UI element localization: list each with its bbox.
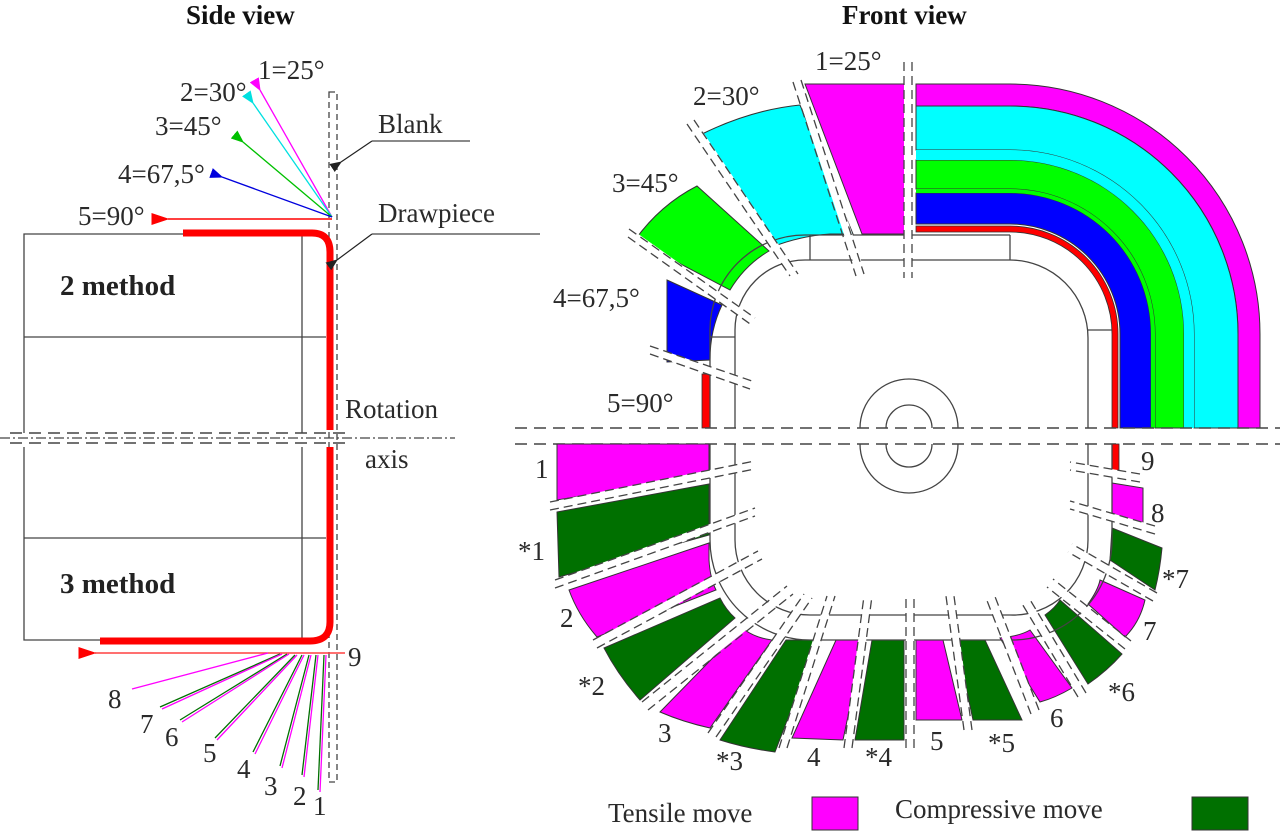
seg-label-star-5: *5 <box>988 728 1015 758</box>
segment-9 <box>1111 443 1120 472</box>
seg-label-6: 6 <box>1050 703 1064 733</box>
seg-label-star-7: *7 <box>1162 564 1189 594</box>
segment-star-1 <box>556 483 710 578</box>
segment-star-6 <box>1044 599 1123 685</box>
segment-step-5 <box>701 373 711 429</box>
side-angle-label-3: 3=45° <box>155 111 222 141</box>
seg-label-3: 3 <box>658 718 672 748</box>
side-bottom-label-6: 6 <box>165 722 179 752</box>
segment-2 <box>568 542 717 638</box>
front-view: Front view <box>515 0 1280 776</box>
side-bottom-label-1: 1 <box>313 791 327 821</box>
axis-label: axis <box>365 444 409 474</box>
seg-label-star-6: *6 <box>1108 677 1135 707</box>
front-angle-label-5: 5=90° <box>607 388 674 418</box>
segment-7 <box>1087 579 1146 638</box>
rotation-label: Rotation <box>345 394 438 424</box>
front-angle-label-2: 2=30° <box>693 81 760 111</box>
blank-pointer <box>329 140 373 173</box>
seg-label-8: 8 <box>1151 498 1165 528</box>
seg-label-star-2: *2 <box>578 671 605 701</box>
seg-label-4: 4 <box>807 742 821 772</box>
side-bottom-label-7: 7 <box>140 709 154 739</box>
die-inner-loop <box>734 259 1089 428</box>
upper-cuts <box>627 60 913 390</box>
drawpiece-lower <box>100 447 334 645</box>
side-bottom-label-3: 3 <box>264 771 278 801</box>
drawpiece-label: Drawpiece <box>378 198 495 228</box>
blank-outline <box>328 91 338 783</box>
side-bottom-label-9: 9 <box>348 642 362 672</box>
drawpiece-pointer <box>325 233 373 271</box>
center-hub <box>859 378 959 494</box>
seg-label-7: 7 <box>1143 616 1157 646</box>
legend: Tensile move Compressive move <box>608 794 1249 831</box>
side-angle-label-2: 2=30° <box>180 77 247 107</box>
side-view-title: Side view <box>186 0 295 30</box>
legend-tensile-label: Tensile move <box>608 798 752 828</box>
die-inner-upper <box>709 234 1010 428</box>
lower-fan-lines <box>131 652 327 793</box>
arrow-step-2 <box>242 90 333 218</box>
segment-star-2 <box>603 597 736 701</box>
die-lower <box>23 447 326 641</box>
front-angle-label-3: 3=45° <box>612 168 679 198</box>
segment-6 <box>999 629 1073 703</box>
arrow-step-3 <box>230 130 333 218</box>
front-view-title: Front view <box>842 0 967 30</box>
side-bottom-label-2: 2 <box>293 781 307 811</box>
method-2-label: 2 method <box>60 270 175 302</box>
blank-label: Blank <box>378 109 443 139</box>
arrow-step-1 <box>249 77 333 218</box>
side-bottom-label-5: 5 <box>203 738 217 768</box>
lower-segments <box>556 443 1163 753</box>
front-angle-label-1: 1=25° <box>815 46 882 76</box>
segment-step-2 <box>699 104 854 248</box>
drawpiece-upper <box>183 229 334 430</box>
seg-label-2: 2 <box>560 603 574 633</box>
seg-label-star-3: *3 <box>716 746 743 776</box>
seg-label-star-4: *4 <box>865 742 893 772</box>
legend-tensile-swatch <box>811 796 859 831</box>
side-bottom-label-4: 4 <box>237 754 251 784</box>
seg-label-5: 5 <box>930 726 944 756</box>
segment-step-3 <box>634 185 770 291</box>
side-angle-label-5: 5=90° <box>78 201 145 231</box>
front-angle-label-4: 4=67,5° <box>553 283 640 313</box>
side-angle-label-4: 4=67,5° <box>118 159 205 189</box>
legend-compressive-swatch <box>1191 796 1249 831</box>
die-upper <box>23 233 326 433</box>
arrow-step-4 <box>209 168 333 218</box>
method-3-label: 3 method <box>60 568 175 600</box>
legend-compressive-label: Compressive move <box>895 794 1103 824</box>
segment-star-7 <box>1109 527 1163 591</box>
seg-label-star-1: *1 <box>518 536 545 566</box>
side-view: Side view 2 method 3 method 1=25° 2=30° … <box>0 0 540 821</box>
lower-cuts <box>549 460 1158 750</box>
side-angle-label-1: 1=25° <box>258 55 325 85</box>
seg-label-1: 1 <box>535 454 549 484</box>
side-bottom-label-8: 8 <box>108 684 122 714</box>
seg-label-9: 9 <box>1141 446 1155 476</box>
